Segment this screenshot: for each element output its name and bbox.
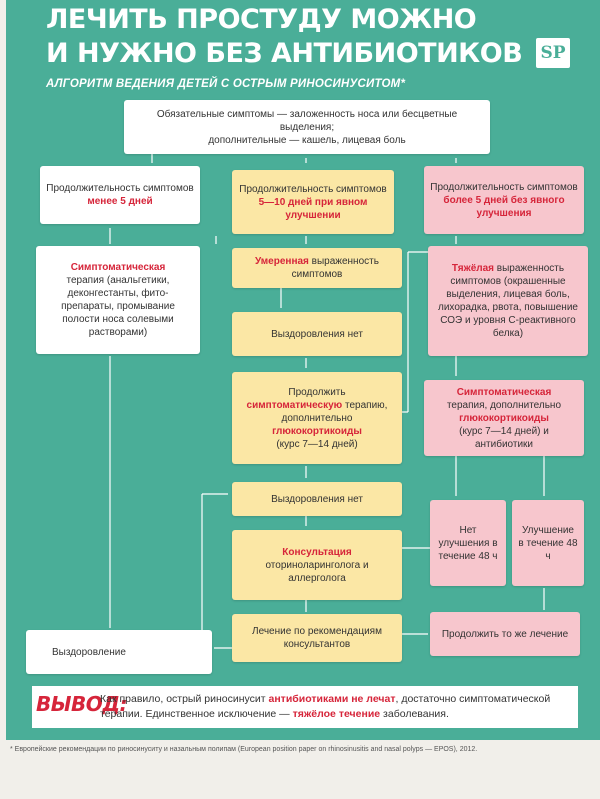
duration-right-box: Продолжительность симптомов более 5 дней… [424,166,584,234]
symptomatic-therapy-right-box: Симптоматическая терапия, дополнительно … [424,380,584,456]
moderate-text: выраженность симптомов [291,256,379,280]
improvement-box: Улучшение в течение 48 ч [512,500,584,586]
continue-mid: терапию, дополнительно [281,399,388,424]
duration-left-text: Продолжительность симптомов [46,183,194,194]
no-recovery-text-2: Выздоровления нет [271,493,363,505]
no-recovery-box-2: Выздоровления нет [232,482,402,516]
consultation-text: оториноларинголога и аллерголога [265,559,369,584]
continue-same-treatment-box: Продолжить то же лечение [430,612,580,656]
conclusion-highlight-1: антибиотиками не лечат [268,693,396,705]
severe-text: выраженность симптомов (окрашенные выдел… [438,263,578,339]
symptoms-line-1: Обязательные симптомы — заложенность нос… [156,108,458,133]
consultation-highlight: Консультация [282,546,352,558]
continue-post: (курс 7—14 дней) [276,438,358,450]
continue-pre: Продолжить [288,386,346,398]
no-recovery-text-1: Выздоровления нет [271,328,363,340]
duration-left-highlight: менее 5 дней [87,196,153,207]
duration-right-highlight: более 5 дней без явного улучшения [443,194,565,219]
symptomatic-right-highlight-2: глюкокортикоиды [459,412,549,424]
no-recovery-box-1: Выздоровления нет [232,312,402,356]
continue-therapy-box: Продолжить симптоматическую терапию, доп… [232,372,402,464]
duration-mid-box: Продолжительность симптомов 5—10 дней пр… [232,170,394,234]
conclusion-text: Как правило, острый риносинусит антибиот… [100,692,570,722]
conclusion-part-3: заболевания. [383,708,449,721]
moderate-highlight: Умеренная [255,256,309,267]
severe-highlight: Тяжёлая [451,263,495,274]
recovery-text: Выздоровление [52,646,126,658]
footnote: * Европейские рекомендации по риносинуси… [10,746,478,753]
title-line-1: ЛЕЧИТЬ ПРОСТУДУ МОЖНО [46,4,477,35]
conclusion-part-2: , достаточно симптоматической терапии. Е… [100,693,551,721]
subtitle: АЛГОРИТМ ВЕДЕНИЯ ДЕТЕЙ С ОСТРЫМ РИНОСИНУ… [46,78,406,90]
duration-mid-highlight: 5—10 дней при явном улучшении [258,196,368,221]
infographic-panel: ЛЕЧИТЬ ПРОСТУДУ МОЖНО И НУЖНО БЕЗ АНТИБИ… [6,0,600,740]
no-improvement-text: Нет улучшения в течение 48 ч [438,524,498,562]
conclusion-label: ВЫВОД: [36,692,128,716]
consultation-box: Консультация оториноларинголога и аллерг… [232,530,402,600]
symptoms-line-2: дополнительные — кашель, лицевая боль [208,134,406,146]
symptomatic-therapy-left-box: Симптоматическая терапия (анальгетики, д… [36,246,200,354]
duration-right-text: Продолжительность симптомов [430,181,578,193]
treatment-text: Лечение по рекомендациям консультантов [252,626,382,650]
symptomatic-right-text-1: терапия, дополнительно [446,399,562,411]
symptomatic-right-highlight-1: Симптоматическая [456,386,552,398]
title-line-2: И НУЖНО БЕЗ АНТИБИОТИКОВ [46,38,523,69]
improvement-text: Улучшение в течение 48 ч [518,524,578,562]
duration-left-box: Продолжительность симптомов менее 5 дней [40,166,200,224]
symptomatic-left-highlight: Симптоматическая [70,262,166,273]
severe-symptoms-box: Тяжёлая выраженность симптомов (окрашенн… [428,246,588,356]
duration-mid-text: Продолжительность симптомов [239,183,387,195]
no-improvement-box: Нет улучшения в течение 48 ч [430,500,506,586]
symptomatic-left-text: терапия (анальгетики, деконгестанты, фит… [61,275,175,338]
moderate-symptoms-box: Умеренная выраженность симптомов [232,248,402,288]
conclusion-part-1: Как правило, острый риносинусит [100,693,266,705]
conclusion-highlight-2: тяжёлое течение [292,708,381,721]
symptoms-box: Обязательные симптомы — заложенность нос… [124,100,490,154]
sp-logo: SP [536,38,570,68]
continue-highlight-2: глюкокортикоиды [272,425,362,437]
treatment-by-consultants-box: Лечение по рекомендациям консультантов [232,614,402,662]
conclusion-bar: ВЫВОД: Как правило, острый риносинусит а… [32,686,578,728]
continue-highlight-1: симптоматическую [246,399,343,411]
continue-same-text: Продолжить то же лечение [441,628,569,640]
symptomatic-right-text-2: (курс 7—14 дней) и антибиотики [459,425,549,450]
recovery-box: Выздоровление [26,630,212,674]
